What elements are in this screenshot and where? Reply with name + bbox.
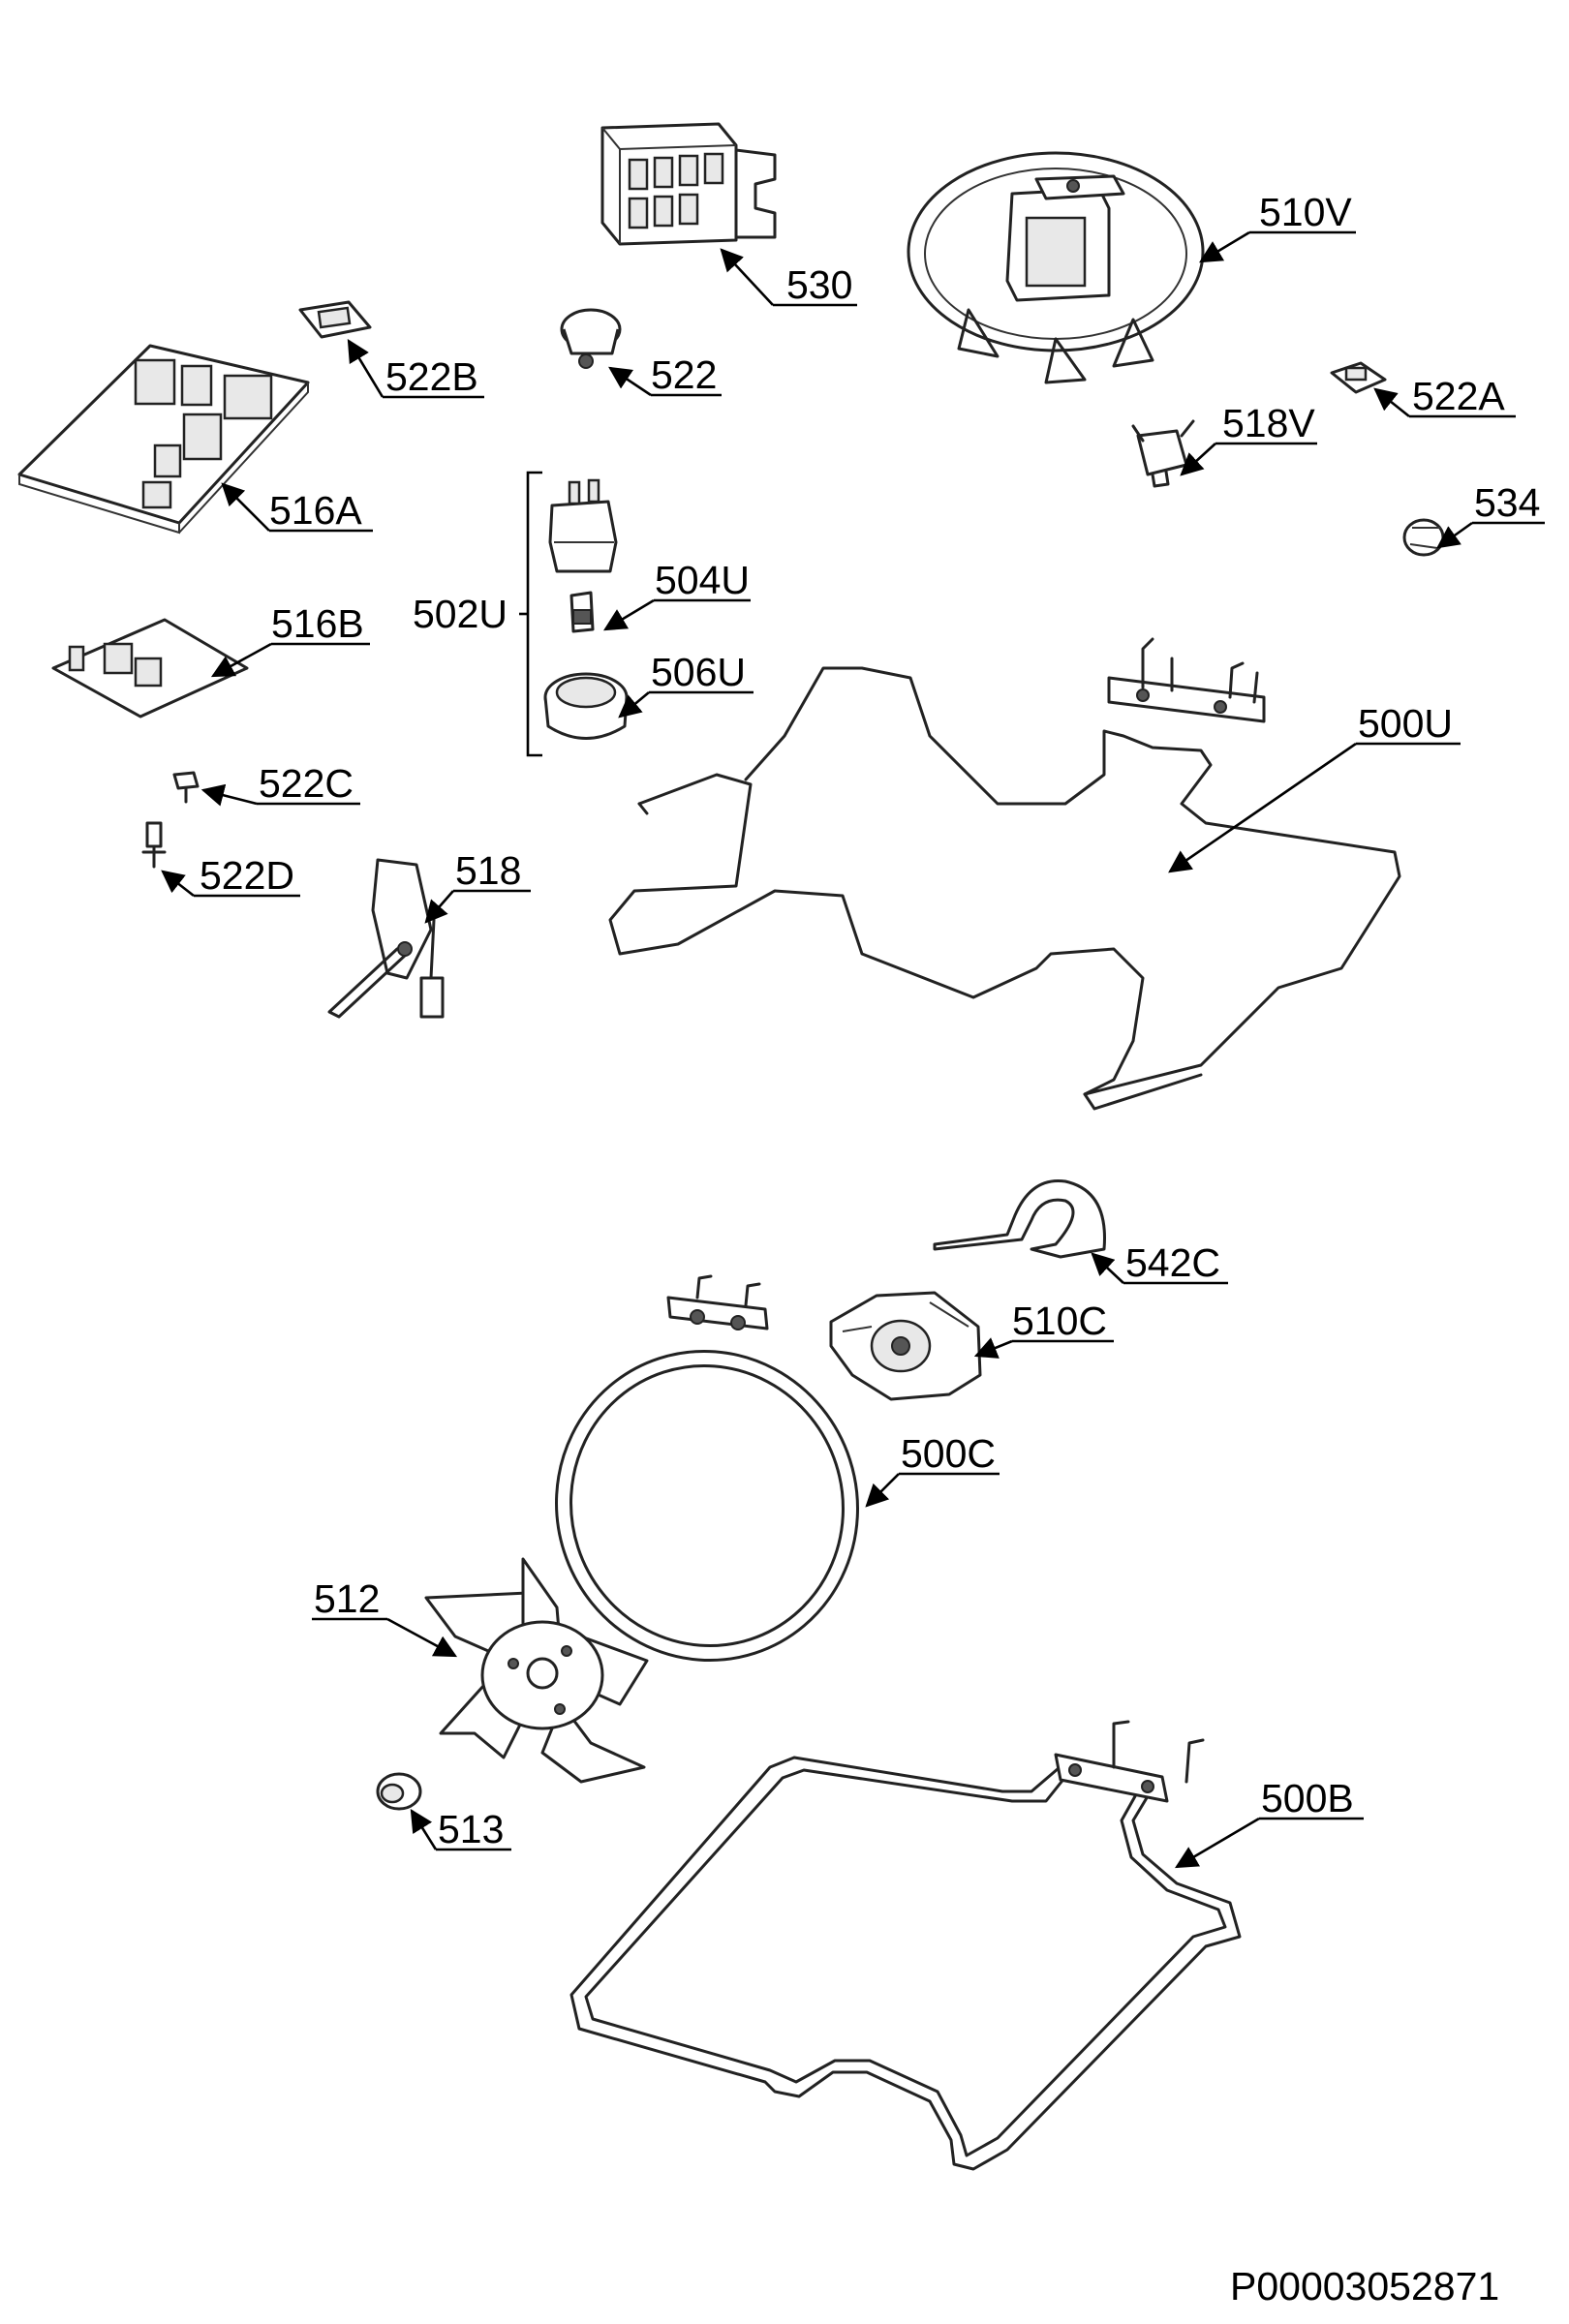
part-522B-switch [298, 300, 372, 339]
callout-522C: 522C [259, 761, 354, 806]
callout-500B: 500B [1261, 1776, 1354, 1820]
part-518V-thermostat [1131, 419, 1195, 488]
part-522D-small-part [141, 821, 167, 869]
callout-522: 522 [651, 352, 717, 397]
callout-504U: 504U [655, 558, 750, 602]
callout-534: 534 [1474, 480, 1540, 525]
callout-leaders [161, 230, 1545, 1869]
part-516A-control-board [17, 344, 310, 535]
part-542C-clip [933, 1178, 1106, 1259]
callout-518V: 518V [1222, 401, 1315, 445]
part-513-nut [376, 1772, 422, 1811]
part-516B-board [51, 618, 249, 719]
part-522-lamp-holder [560, 308, 622, 369]
part-500B-bottom-element [569, 1720, 1242, 2171]
callout-labels: 530 510V 522B 522 522A 518V 534 516A 502… [200, 190, 1540, 2309]
part-500C-ring-element [555, 1274, 859, 1663]
callout-522A: 522A [1412, 374, 1505, 418]
callout-530: 530 [786, 262, 852, 307]
callout-516B: 516B [271, 601, 364, 646]
part-500U-grill-element [608, 637, 1401, 1111]
callout-502U: 502U [413, 592, 508, 636]
part-518-sensor [327, 858, 445, 1019]
callout-522B: 522B [385, 354, 478, 399]
callout-513: 513 [438, 1807, 504, 1851]
callout-510C: 510C [1012, 1299, 1107, 1343]
part-512-fan-blade [424, 1557, 649, 1784]
callout-542C: 542C [1125, 1240, 1220, 1285]
callout-518: 518 [455, 848, 521, 893]
part-510V-cooling-fan [907, 151, 1205, 384]
part-522C-small-part [172, 771, 200, 804]
part-510C-fan-motor [829, 1291, 982, 1401]
diagram-id: P00003052871 [1230, 2264, 1499, 2309]
part-530-terminal-block [600, 122, 777, 246]
callout-510V: 510V [1259, 190, 1352, 234]
callout-506U: 506U [651, 650, 746, 694]
callout-516A: 516A [269, 488, 362, 533]
part-522A-connector [1330, 361, 1387, 394]
part-534-lamp-bulb [1402, 518, 1445, 557]
callout-512: 512 [314, 1576, 380, 1621]
callout-500U: 500U [1358, 701, 1453, 746]
callout-522D: 522D [200, 853, 294, 898]
part-502U-group [519, 471, 629, 757]
callout-500C: 500C [901, 1431, 996, 1476]
